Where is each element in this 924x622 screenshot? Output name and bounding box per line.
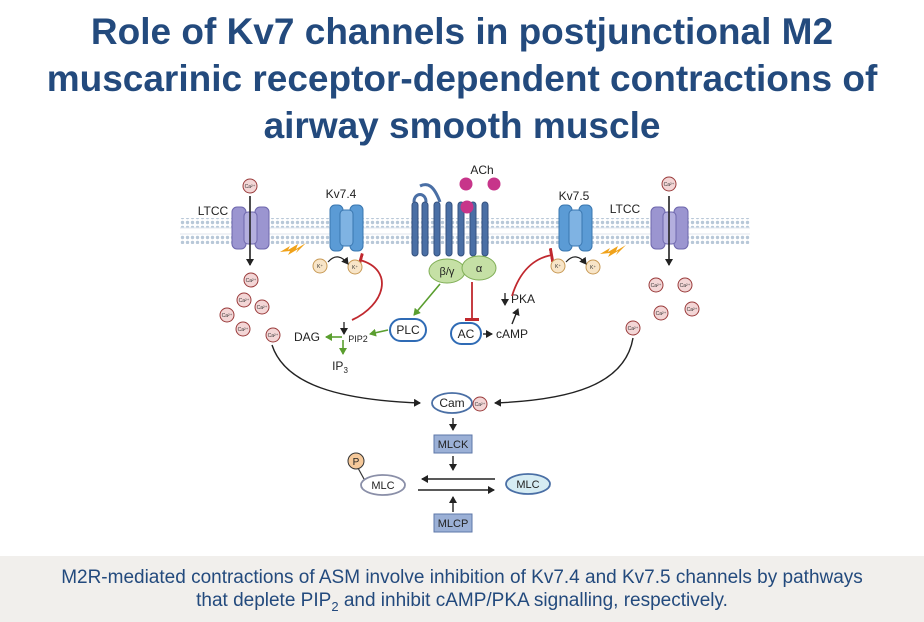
- svg-text:Ca²⁺: Ca²⁺: [239, 298, 250, 304]
- figure-caption: M2R-mediated contractions of ASM involve…: [0, 556, 924, 622]
- title-line-1: Role of Kv7 channels in postjunctional M…: [90, 11, 834, 52]
- svg-text:Ca²⁺: Ca²⁺: [656, 311, 667, 317]
- mlc-left-label: MLC: [371, 480, 394, 492]
- title-line-2: muscarinic receptor-dependent contractio…: [46, 58, 878, 99]
- k-ion-group-left: K⁺ K⁺: [312, 256, 363, 275]
- svg-text:Ca²⁺: Ca²⁺: [475, 402, 486, 408]
- pka-label: PKA: [511, 292, 535, 306]
- mlc-right-label: MLC: [516, 479, 539, 491]
- camp-label: cAMP: [496, 327, 528, 341]
- cam-label: Cam: [439, 396, 464, 410]
- beta-gamma-label: β/γ: [440, 266, 455, 278]
- caption-line-2: that deplete PIP2 and inhibit cAMP/PKA s…: [196, 590, 728, 614]
- mlc-phosphorylated: [360, 474, 406, 496]
- svg-text:K⁺: K⁺: [352, 265, 358, 271]
- ach-molecule: [487, 177, 501, 191]
- svg-text:Ca²⁺: Ca²⁺: [257, 305, 268, 311]
- pathway-diagram: LTCC LTCC Kv7.4 Kv7.5 ACh: [180, 163, 750, 533]
- figure-title: Role of Kv7 channels in postjunctional M…: [0, 8, 924, 149]
- plc-enzyme: [389, 318, 427, 342]
- plc-to-pip2-arrow: [369, 328, 389, 337]
- camp-to-pka-arrow: [511, 308, 520, 325]
- dag-label: DAG: [294, 330, 320, 344]
- ltcc-channel-left: [231, 206, 270, 250]
- plc-label: PLC: [396, 323, 420, 337]
- mlcp-label: MLCP: [438, 518, 469, 530]
- svg-text:Ca²⁺: Ca²⁺: [664, 182, 675, 188]
- svg-text:K⁺: K⁺: [590, 265, 596, 271]
- g-alpha-subunit: [461, 255, 497, 281]
- svg-text:Ca²⁺: Ca²⁺: [687, 307, 698, 313]
- phosphate-group: [347, 452, 365, 470]
- svg-text:K⁺: K⁺: [317, 264, 323, 270]
- kv75-label: Kv7.5: [559, 189, 590, 203]
- ca-to-cam-arrow-left: [271, 344, 421, 407]
- mlck-label: MLCK: [438, 439, 469, 451]
- calcium-ions: Ca²⁺ Ca²⁺ Ca²⁺ Ca²⁺ Ca²⁺ Ca²⁺ Ca²⁺ Ca²⁺ …: [219, 176, 700, 343]
- k-ion-group-right: K⁺ K⁺: [550, 256, 601, 275]
- ac-label: AC: [458, 327, 475, 341]
- lightning-icon-left: [280, 243, 306, 255]
- svg-text:Ca²⁺: Ca²⁺: [628, 326, 639, 332]
- svg-text:Ca²⁺: Ca²⁺: [268, 333, 279, 339]
- pip2-supports-kv74-inhibition: [351, 252, 383, 321]
- beta-gamma-to-plc-arrow: [413, 283, 441, 316]
- ach-molecule: [459, 177, 473, 191]
- kv75-channel: [558, 204, 593, 252]
- ac-enzyme: [450, 322, 482, 345]
- svg-text:Ca²⁺: Ca²⁺: [222, 313, 233, 319]
- ach-label: ACh: [470, 163, 493, 177]
- ca-to-cam-arrow-right: [494, 337, 634, 407]
- pka-inhibits-kv75: [511, 247, 555, 297]
- mlc-unphosphorylated: [505, 473, 551, 495]
- kv74-label: Kv7.4: [326, 187, 357, 201]
- calmodulin: [431, 392, 473, 414]
- ip3-label: IP3: [332, 359, 348, 375]
- kv74-channel: [329, 204, 364, 252]
- svg-text:Ca²⁺: Ca²⁺: [246, 278, 257, 284]
- pip2-label: PIP2: [348, 334, 368, 344]
- phosphate-link: [357, 467, 365, 480]
- cam-bound-calcium: [472, 396, 488, 412]
- svg-text:Ca²⁺: Ca²⁺: [651, 283, 662, 289]
- phosphate-label: P: [353, 457, 360, 468]
- receptor-n-terminus: [419, 183, 442, 203]
- ach-molecule-bound: [460, 200, 474, 214]
- ltcc-label-left: LTCC: [198, 204, 229, 218]
- svg-text:Ca²⁺: Ca²⁺: [680, 283, 691, 289]
- title-line-3: airway smooth muscle: [263, 105, 661, 146]
- caption-line-1: M2R-mediated contractions of ASM involve…: [61, 567, 863, 588]
- mlcp-box: [433, 513, 473, 533]
- lightning-icon-right: [600, 245, 626, 257]
- svg-text:K⁺: K⁺: [555, 264, 561, 270]
- m2-receptor: [411, 193, 489, 257]
- alpha-label: α: [476, 263, 483, 275]
- svg-text:Ca²⁺: Ca²⁺: [245, 184, 256, 190]
- mlck-box: [433, 434, 473, 454]
- ltcc-label-right: LTCC: [610, 202, 641, 216]
- svg-text:Ca²⁺: Ca²⁺: [238, 327, 249, 333]
